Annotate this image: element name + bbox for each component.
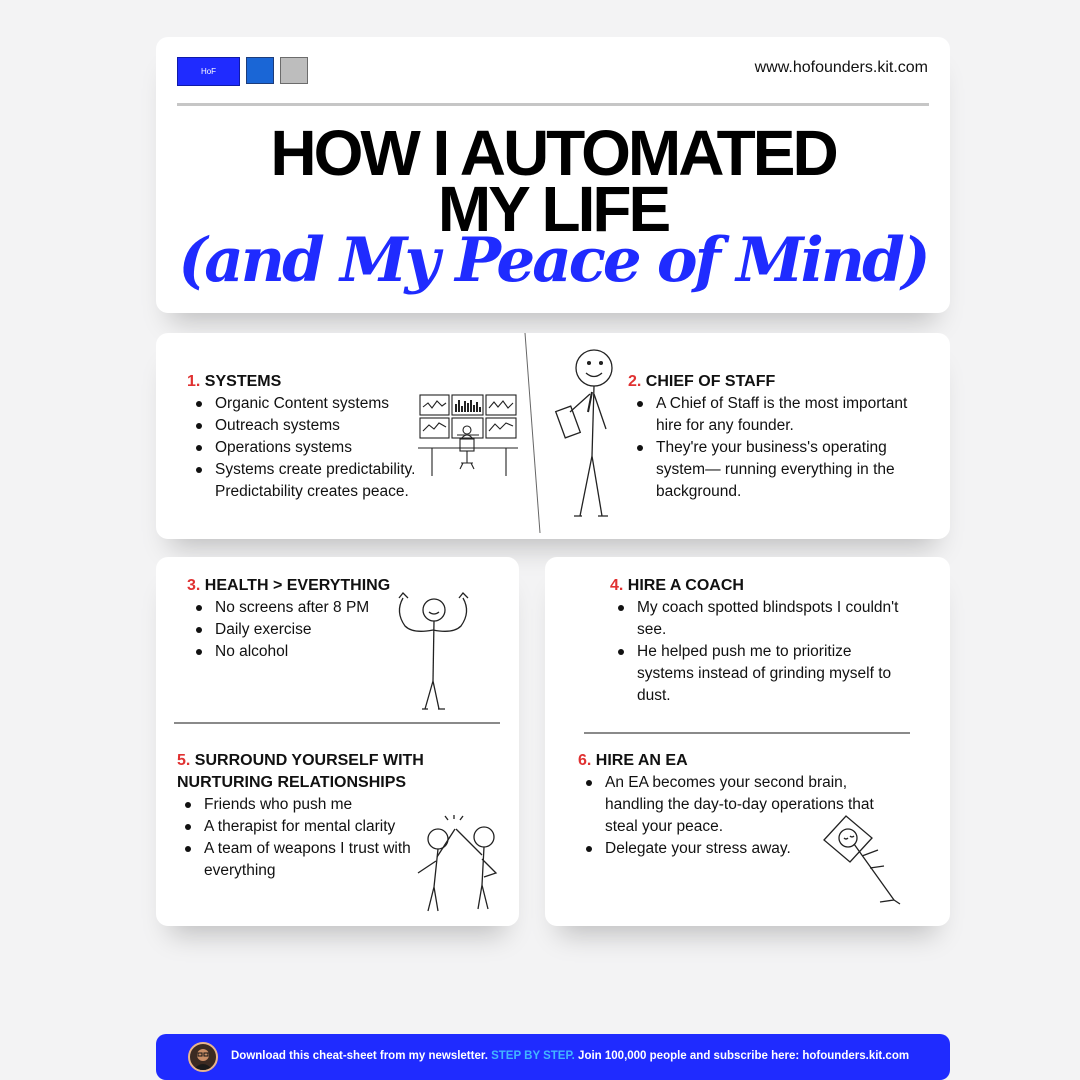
- header-card: HoF www.hofounders.kit.com HOW I AUTOMAT…: [156, 37, 950, 313]
- avatar-face-icon: [193, 1049, 213, 1070]
- section-title-text: SYSTEMS: [204, 373, 282, 390]
- section-number: 4.: [610, 577, 624, 594]
- footer-text-main: Download this cheat-sheet from my newsle…: [231, 1050, 488, 1062]
- section-title-text: HEALTH > EVERYTHING: [204, 577, 391, 594]
- section-title-text: CHIEF OF STAFF: [645, 373, 776, 390]
- section-2-title: 2. CHIEF OF STAFF: [628, 371, 775, 393]
- list-item: Systems create predictability. Predictab…: [188, 459, 428, 503]
- list-item: A therapist for mental clarity: [177, 816, 417, 838]
- businessman-stick-figure-icon: [554, 349, 613, 517]
- sections-4-6-card: 4. HIRE A COACH My coach spotted blindsp…: [545, 557, 950, 926]
- section-2-list: A Chief of Staff is the most important h…: [629, 393, 919, 503]
- footer-text: Download this cheat-sheet from my newsle…: [231, 1050, 909, 1062]
- section-1-title: 1. SYSTEMS: [187, 371, 281, 393]
- brand-swatch-blue: [246, 57, 274, 84]
- list-item: A team of weapons I trust with everythin…: [177, 838, 417, 882]
- section-title-text: NURTURING RELATIONSHIPS: [177, 774, 407, 791]
- section-3-title: 3. HEALTH > EVERYTHING: [187, 575, 390, 597]
- hof-logo[interactable]: HoF: [177, 57, 240, 86]
- page-title-line-2: MY LIFE: [437, 173, 671, 245]
- footer-highlight: STEP BY STEP.: [491, 1050, 575, 1062]
- section-divider-line: [524, 333, 541, 534]
- avatar: [188, 1042, 218, 1072]
- section-title-text: SURROUND YOURSELF WITH: [194, 752, 424, 769]
- monitors-desk-icon: [418, 394, 518, 476]
- section-divider: [584, 732, 910, 734]
- list-item: A Chief of Staff is the most important h…: [629, 393, 919, 437]
- list-item: They're your business's operating system…: [629, 437, 919, 503]
- website-link[interactable]: www.hofounders.kit.com: [754, 59, 928, 76]
- footer-banner: Download this cheat-sheet from my newsle…: [156, 1034, 950, 1080]
- list-item: An EA becomes your second brain, handlin…: [578, 772, 888, 838]
- list-item: He helped push me to prioritize systems …: [610, 641, 910, 707]
- section-divider: [174, 722, 500, 724]
- list-item: Organic Content systems: [188, 393, 428, 415]
- section-4-title: 4. HIRE A COACH: [610, 575, 744, 597]
- brand-swatch-grey: [280, 57, 308, 84]
- section-number: 5.: [177, 752, 191, 769]
- page-subtitle: (and My Peace of Mind): [178, 225, 930, 296]
- footer-subscribe-link[interactable]: Join 100,000 people and subscribe here: …: [578, 1050, 910, 1062]
- sleeping-stick-figure-icon: [823, 815, 901, 905]
- sections-1-2-card: 1. SYSTEMS Organic Content systems Outre…: [156, 333, 950, 539]
- section-4-list: My coach spotted blindspots I couldn't s…: [610, 597, 910, 707]
- list-item: My coach spotted blindspots I couldn't s…: [610, 597, 910, 641]
- list-item: No screens after 8 PM: [188, 597, 388, 619]
- list-item: Delegate your stress away.: [578, 838, 888, 860]
- section-number: 1.: [187, 373, 201, 390]
- list-item: Operations systems: [188, 437, 428, 459]
- section-number: 2.: [628, 373, 642, 390]
- list-item: Daily exercise: [188, 619, 388, 641]
- header-divider: [177, 103, 929, 106]
- section-title-text: HIRE AN EA: [595, 752, 688, 769]
- section-number: 6.: [578, 752, 592, 769]
- section-title-text: HIRE A COACH: [627, 577, 744, 594]
- section-5-title: 5. SURROUND YOURSELF WITH NURTURING RELAT…: [177, 750, 507, 794]
- section-5-list: Friends who push me A therapist for ment…: [177, 794, 417, 882]
- high-five-stick-figures-icon: [417, 815, 498, 912]
- section-6-title: 6. HIRE AN EA: [578, 750, 688, 772]
- list-item: No alcohol: [188, 641, 388, 663]
- section-1-list: Organic Content systems Outreach systems…: [188, 393, 428, 503]
- section-3-list: No screens after 8 PM Daily exercise No …: [188, 597, 388, 663]
- section-6-list: An EA becomes your second brain, handlin…: [578, 772, 888, 860]
- section-number: 3.: [187, 577, 201, 594]
- list-item: Friends who push me: [177, 794, 417, 816]
- list-item: Outreach systems: [188, 415, 428, 437]
- sections-3-5-card: 3. HEALTH > EVERYTHING No screens after …: [156, 557, 519, 926]
- strong-stick-figure-icon: [398, 592, 469, 710]
- page-title-line-1: HOW I AUTOMATED: [270, 117, 838, 189]
